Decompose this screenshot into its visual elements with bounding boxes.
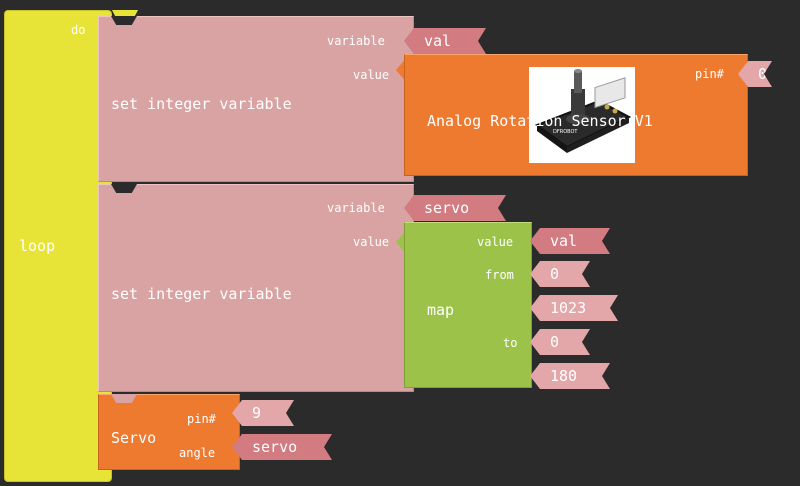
map-to-label: to: [503, 336, 518, 350]
map-from-low-input[interactable]: 0: [530, 261, 590, 287]
servo-pin-label: pin#: [187, 412, 216, 426]
set-block-label: set integer variable: [111, 285, 292, 303]
set-integer-variable-block-servo[interactable]: set integer variable variable value: [98, 184, 414, 392]
loop-connector-notch: [112, 10, 138, 20]
block-notch: [111, 394, 137, 403]
map-to-high-input[interactable]: 180: [530, 363, 610, 389]
map-label: map: [427, 301, 455, 319]
map-value-input[interactable]: val: [530, 228, 610, 254]
block-notch: [111, 184, 137, 193]
variable-label: variable: [327, 34, 385, 48]
servo-angle-label: angle: [179, 446, 216, 460]
servo-pin-input[interactable]: 9: [232, 400, 294, 426]
block-notch: [111, 16, 137, 25]
map-from-label: from: [485, 268, 514, 282]
sensor-label: Analog Rotation Sensor V1: [427, 112, 653, 130]
value-label: value: [353, 68, 390, 82]
sensor-pin-label: pin#: [695, 67, 724, 81]
analog-rotation-sensor-block[interactable]: DFROBOT Analog Rotation Sensor V1 pin#: [404, 54, 748, 176]
loop-block[interactable]: loop do: [4, 10, 112, 482]
map-from-high-input[interactable]: 1023: [530, 295, 618, 321]
servo-block[interactable]: Servo pin# angle: [98, 394, 240, 470]
map-value-label: value: [477, 235, 514, 249]
variable-label: variable: [327, 201, 385, 215]
variable-input-servo[interactable]: servo: [404, 195, 506, 221]
set-block-label: set integer variable: [111, 95, 292, 113]
value-label: value: [353, 235, 390, 249]
loop-do-label: do: [71, 23, 86, 37]
servo-label: Servo: [111, 429, 157, 447]
map-block[interactable]: map value from to: [404, 222, 532, 388]
variable-input-val[interactable]: val: [404, 28, 486, 54]
loop-label: loop: [19, 237, 56, 255]
rotation-sensor-image: DFROBOT: [529, 67, 635, 163]
map-to-low-input[interactable]: 0: [530, 329, 590, 355]
set-integer-variable-block-val[interactable]: set integer variable variable value: [98, 16, 414, 182]
svg-text:DFROBOT: DFROBOT: [553, 129, 578, 135]
servo-angle-input[interactable]: servo: [232, 434, 332, 460]
